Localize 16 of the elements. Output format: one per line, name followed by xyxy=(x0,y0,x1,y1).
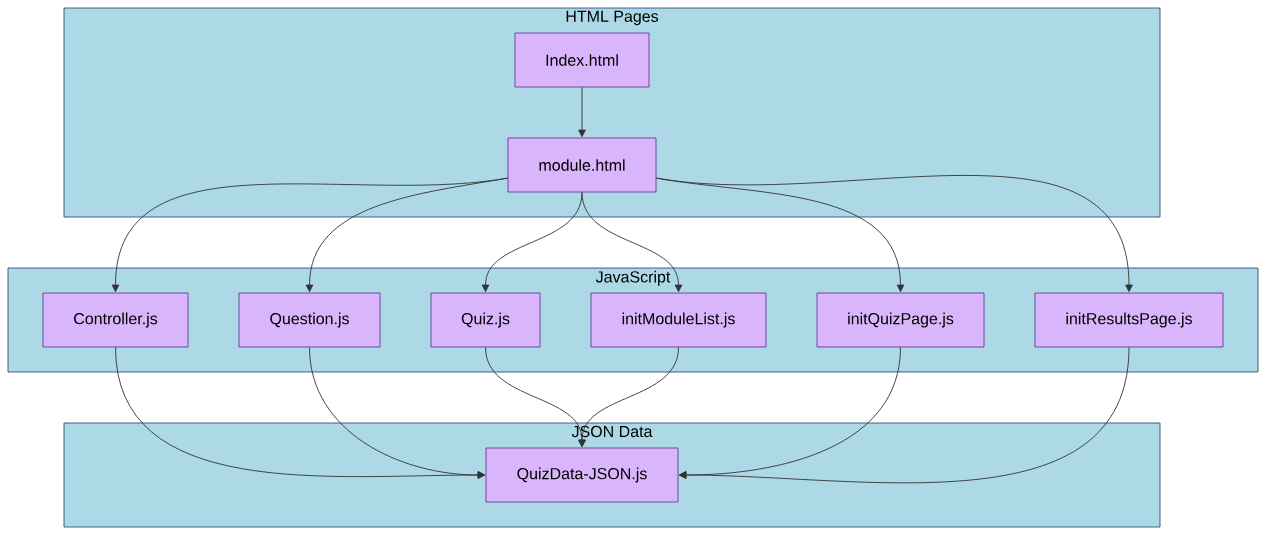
process-box: Controller.js xyxy=(42,292,189,348)
arrow xyxy=(678,346,1130,483)
process-box: Question.js xyxy=(238,292,381,348)
arrow xyxy=(578,346,679,448)
process-box: module.html xyxy=(507,137,657,193)
process-box: Index.html xyxy=(514,32,650,88)
process-box: QuizData-JSON.js xyxy=(485,447,679,503)
process-box: initResultsPage.js xyxy=(1034,292,1224,348)
process-box: initQuizPage.js xyxy=(816,292,985,348)
arrow xyxy=(578,86,586,138)
arrow xyxy=(655,175,1133,293)
process-box: initModuleList.js xyxy=(590,292,767,348)
process-box: Quiz.js xyxy=(430,292,541,348)
arrow xyxy=(305,177,509,293)
arrow xyxy=(581,191,683,293)
arrow xyxy=(309,346,486,479)
